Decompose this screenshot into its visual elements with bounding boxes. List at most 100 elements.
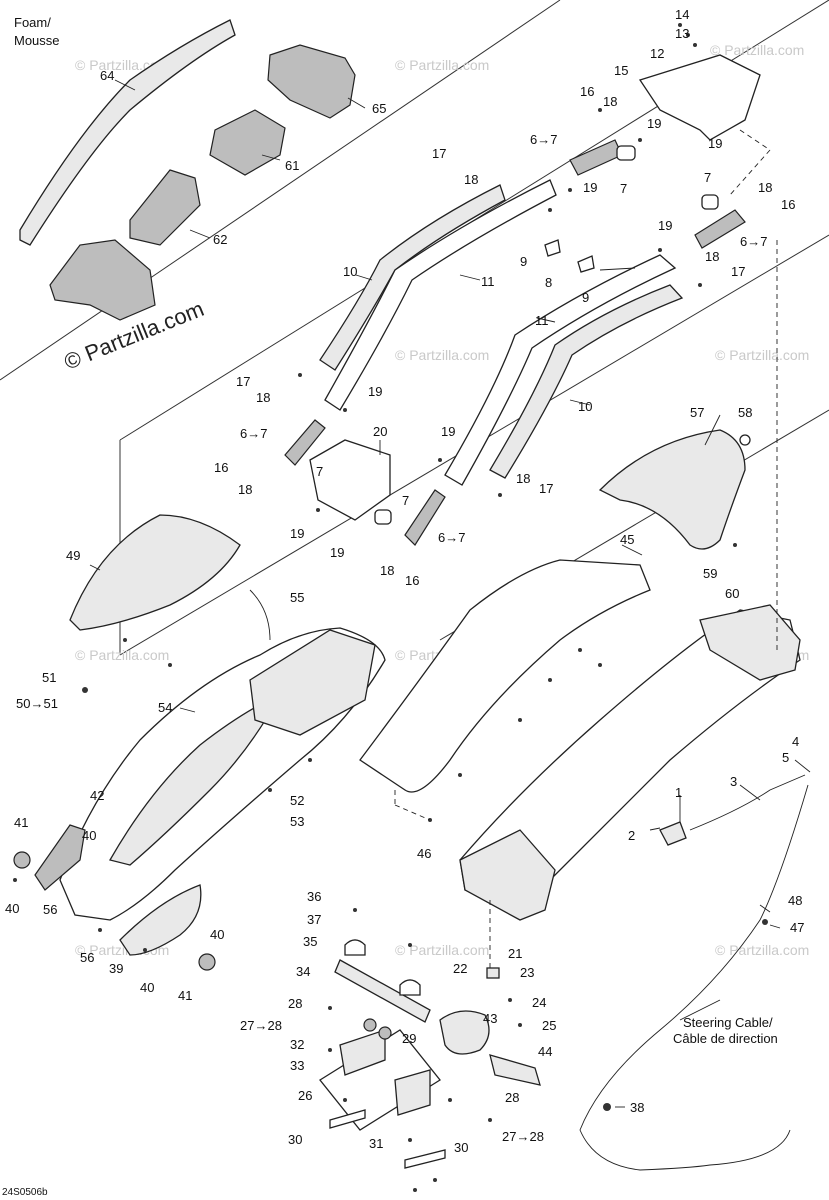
part-label: 6→7 bbox=[438, 530, 465, 545]
part-label: 35 bbox=[303, 934, 317, 949]
foam-block-63 bbox=[49, 239, 156, 321]
part-label: 15 bbox=[614, 63, 628, 78]
part-label: 6→7 bbox=[740, 234, 767, 249]
watermark-text: © Partzilla.com bbox=[395, 57, 489, 73]
drawing-code: 24S0506b bbox=[2, 1187, 48, 1198]
part-label: 11 bbox=[481, 274, 495, 289]
part-label: 41 bbox=[178, 988, 192, 1003]
foam-label-line2: Mousse bbox=[14, 33, 60, 48]
part-label: 19 bbox=[708, 136, 722, 151]
part-label: 14 bbox=[675, 7, 689, 22]
part-label: 1 bbox=[675, 785, 682, 800]
part-label: 38 bbox=[630, 1100, 644, 1115]
part-label: 18 bbox=[256, 390, 270, 405]
part-label: 61 bbox=[285, 158, 299, 173]
bushing-7-mid bbox=[374, 509, 392, 525]
part-label: 60 bbox=[725, 586, 739, 601]
pad-42 bbox=[34, 824, 86, 891]
rail-11-right bbox=[444, 254, 677, 486]
cable-3 bbox=[689, 774, 806, 831]
knob-41 bbox=[13, 851, 31, 869]
part-label: 27→28 bbox=[240, 1018, 282, 1033]
cap-58 bbox=[739, 434, 751, 446]
assembly-paths bbox=[249, 129, 778, 970]
part-label: 39 bbox=[109, 961, 123, 976]
hood-49 bbox=[69, 514, 241, 631]
part-label: 33 bbox=[290, 1058, 304, 1073]
bushing-7-right bbox=[701, 194, 719, 210]
part-label: 16 bbox=[405, 573, 419, 588]
part-label: 19 bbox=[647, 116, 661, 131]
part-label: 22 bbox=[453, 961, 467, 976]
part-label: 37 bbox=[307, 912, 321, 927]
part-label: 40 bbox=[210, 927, 224, 942]
part-label: 16 bbox=[580, 84, 594, 99]
part-label: 52 bbox=[290, 793, 304, 808]
part-label: 44 bbox=[538, 1044, 552, 1059]
frame-end-front bbox=[459, 829, 556, 921]
part-label: 53 bbox=[290, 814, 304, 829]
part-label: 13 bbox=[675, 26, 689, 41]
part-label: 16 bbox=[781, 197, 795, 212]
foam-label-line1: Foam/ bbox=[14, 15, 51, 30]
part-label: 7 bbox=[620, 181, 627, 196]
part-label: 24 bbox=[532, 995, 546, 1010]
knob-mech-b bbox=[378, 1026, 392, 1040]
tray-45 bbox=[359, 559, 651, 793]
foam-strip-64 bbox=[19, 19, 236, 246]
part-label: 19 bbox=[290, 526, 304, 541]
part-label: 57 bbox=[690, 405, 704, 420]
part-label: 17 bbox=[731, 264, 745, 279]
sleeve-44 bbox=[489, 1054, 541, 1086]
part-label: 55 bbox=[290, 590, 304, 605]
part-label: 34 bbox=[296, 964, 310, 979]
plate-30 bbox=[404, 1149, 446, 1169]
part-label: 54 bbox=[158, 700, 172, 715]
part-label: 18 bbox=[516, 471, 530, 486]
part-label: 7 bbox=[316, 464, 323, 479]
part-label: 19 bbox=[441, 424, 455, 439]
knob-41-b bbox=[198, 953, 216, 971]
bushing-7 bbox=[616, 145, 636, 161]
part-label: 18 bbox=[238, 482, 252, 497]
watermark-text: © Partzilla.com bbox=[395, 347, 489, 363]
part-label: 11 bbox=[535, 313, 549, 328]
part-label: 23 bbox=[520, 965, 534, 980]
grip-6-right bbox=[694, 209, 746, 249]
spring-43 bbox=[439, 1010, 490, 1055]
part-label: 16 bbox=[214, 460, 228, 475]
steering-cable-label-line2: Câble de direction bbox=[673, 1031, 778, 1046]
part-label: 43 bbox=[483, 1011, 497, 1026]
part-label: 62 bbox=[213, 232, 227, 247]
part-label: 36 bbox=[307, 889, 321, 904]
grip-6 bbox=[569, 139, 623, 176]
part-label: 18 bbox=[705, 249, 719, 264]
foam-block-65 bbox=[267, 44, 356, 119]
foam-block-61 bbox=[209, 109, 286, 176]
part-label: 46 bbox=[417, 846, 431, 861]
knob-mech bbox=[363, 1018, 377, 1032]
part-label: 45 bbox=[620, 532, 634, 547]
part-label: 49 bbox=[66, 548, 80, 563]
mount-block-29 bbox=[339, 1029, 386, 1076]
part-label: 3 bbox=[730, 774, 737, 789]
part-label: 17 bbox=[539, 481, 553, 496]
plate-30-b bbox=[329, 1109, 366, 1129]
lower-mechanism bbox=[319, 939, 541, 1169]
part-label: 40 bbox=[140, 980, 154, 995]
rear-cover-group bbox=[598, 429, 751, 550]
mid-grip-assembly bbox=[284, 419, 446, 546]
part-label: 29 bbox=[402, 1031, 416, 1046]
rail-10-left bbox=[319, 184, 506, 371]
foam-group bbox=[19, 19, 356, 321]
part-label: 9 bbox=[582, 290, 589, 305]
part-label: 7 bbox=[402, 493, 409, 508]
part-label: 51 bbox=[42, 670, 56, 685]
bracket-15 bbox=[638, 54, 761, 141]
part-label: 10 bbox=[343, 264, 357, 279]
part-label: 40 bbox=[82, 828, 96, 843]
part-label: 21 bbox=[508, 946, 522, 961]
watermark-text: © Partzilla.com bbox=[715, 347, 809, 363]
part-label: 59 bbox=[703, 566, 717, 581]
